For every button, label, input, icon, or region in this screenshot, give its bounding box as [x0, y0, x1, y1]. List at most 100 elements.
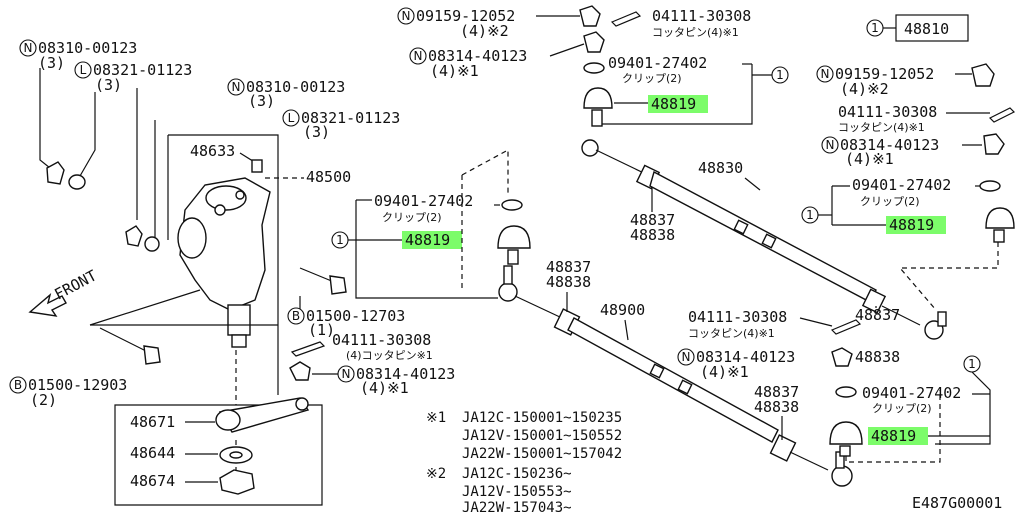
- label-08321-a: L 08321-01123 (3): [74, 61, 192, 94]
- ball-joint-boot-right: [985, 207, 1015, 243]
- nut-08314-right: [983, 133, 1005, 155]
- nut-08314-top: [583, 31, 605, 53]
- label-09159-right: N 09159-12052 (4)※2: [816, 65, 934, 98]
- label-48819-top: 48819: [651, 95, 696, 113]
- clip-right: [979, 180, 1001, 192]
- svg-text:48837: 48837: [546, 258, 591, 276]
- note-mark-2: ※2: [426, 466, 446, 482]
- nut-08314-low: [831, 347, 853, 367]
- svg-text:N: N: [24, 41, 33, 55]
- label-48674: 48674: [130, 472, 175, 490]
- svg-text:09401-27402: 09401-27402: [608, 54, 707, 72]
- svg-text:(4)※1: (4)※1: [845, 150, 894, 168]
- svg-text:08321-01123: 08321-01123: [93, 61, 192, 79]
- washer-48644: [219, 446, 253, 464]
- note-2-line-1: JA12C-150236~: [462, 466, 572, 482]
- ball-joint-boot-top: [583, 87, 613, 127]
- svg-text:N: N: [232, 80, 241, 94]
- steering-gear-box: [177, 177, 271, 348]
- washer-small-mid: [144, 236, 160, 252]
- note-1-line-2: JA12V-150001~150552: [462, 428, 622, 444]
- svg-text:(4)※1: (4)※1: [700, 363, 749, 381]
- svg-text:08310-00123: 08310-00123: [246, 78, 345, 96]
- nut-48674: [219, 469, 255, 495]
- label-09159-top: N 09159-12052 (4)※2: [397, 7, 515, 40]
- label-48633: 48633: [190, 142, 235, 160]
- bolt-01500-12903: [99, 327, 161, 365]
- footer-code: E487G00001: [912, 494, 1002, 512]
- svg-text:08314-40123: 08314-40123: [696, 348, 795, 366]
- svg-text:L: L: [288, 111, 295, 125]
- tie-rod-48900: [498, 265, 853, 487]
- label-48671: 48671: [130, 413, 175, 431]
- washer-small-left: [68, 174, 86, 190]
- svg-text:クリップ(2): クリップ(2): [382, 211, 442, 224]
- svg-text:01500-12703: 01500-12703: [306, 307, 405, 325]
- ref-part-number: 48810: [904, 20, 949, 38]
- svg-text:(4)※1: (4)※1: [430, 62, 479, 80]
- svg-text:(3): (3): [248, 92, 275, 110]
- label-48500: 48500: [306, 168, 351, 186]
- highlight-48819-low: [868, 427, 928, 445]
- label-09401-right: 09401-27402 クリップ(2): [852, 176, 951, 208]
- svg-text:09159-12052: 09159-12052: [835, 65, 934, 83]
- clip-top: [583, 62, 605, 74]
- svg-text:48837: 48837: [754, 383, 799, 401]
- label-01500-12703: B 01500-12703 (1): [287, 307, 405, 339]
- nut-small-mid: [125, 225, 143, 247]
- highlight-48819-mid: [402, 231, 462, 249]
- svg-text:08310-00123: 08310-00123: [38, 39, 137, 57]
- svg-text:(3): (3): [38, 54, 65, 72]
- label-08314-mid: N 08314-40123 (4)※1: [337, 365, 455, 397]
- svg-text:N: N: [821, 67, 830, 81]
- svg-text:09159-12052: 09159-12052: [416, 7, 515, 25]
- castle-nut-right: [971, 63, 995, 87]
- svg-text:01500-12903: 01500-12903: [28, 376, 127, 394]
- svg-text:(4)※2: (4)※2: [840, 80, 889, 98]
- note-1-line-3: JA22W-150001~157042: [462, 446, 622, 462]
- svg-text:(3): (3): [303, 123, 330, 141]
- bolt-48633: [251, 159, 263, 173]
- label-48837-48838-b: 48837 48838: [546, 258, 591, 291]
- svg-text:48838: 48838: [630, 226, 675, 244]
- label-09401-top: 09401-27402 クリップ(2): [608, 54, 707, 85]
- label-09401-mid: 09401-27402 クリップ(2): [374, 192, 473, 224]
- cotter-pin-top: [610, 11, 642, 27]
- svg-text:04111-30308: 04111-30308: [688, 308, 787, 326]
- bolt-01500-12703: [299, 267, 347, 295]
- svg-text:48837: 48837: [630, 211, 675, 229]
- svg-text:コッタピン(4)※1: コッタピン(4)※1: [652, 26, 739, 39]
- svg-text:1: 1: [806, 208, 814, 222]
- label-08314-top: N 08314-40123 (4)※1: [409, 47, 527, 80]
- label-04111-top: 04111-30308 コッタピン(4)※1: [652, 7, 751, 39]
- svg-text:(4)コッタピン※1: (4)コッタピン※1: [346, 349, 433, 362]
- svg-text:クリップ(2): クリップ(2): [872, 402, 932, 415]
- svg-text:48838: 48838: [546, 273, 591, 291]
- label-08314-right: N 08314-40123 (4)※1: [821, 136, 939, 168]
- note-2-line-3: JA22W-157043~: [462, 500, 572, 512]
- clip-mid: [501, 199, 523, 211]
- svg-text:1: 1: [336, 233, 344, 247]
- svg-text:N: N: [402, 9, 411, 23]
- svg-text:クリップ(2): クリップ(2): [622, 72, 682, 85]
- label-01500-12903: B 01500-12903 (2): [9, 376, 127, 409]
- nut-08314-mid: [289, 361, 311, 381]
- title-reference: 1 48810: [866, 14, 969, 42]
- label-08314-low: N 08314-40123 (4)※1: [677, 348, 795, 381]
- ball-joint-boot-mid: [497, 225, 531, 265]
- label-48837-48838-c: 48837 48838: [855, 306, 900, 366]
- svg-text:09401-27402: 09401-27402: [374, 192, 473, 210]
- svg-text:08314-40123: 08314-40123: [840, 136, 939, 154]
- label-48819-low: 48819: [871, 427, 916, 445]
- label-08321-b: L 08321-01123 (3): [282, 109, 400, 141]
- svg-text:1: 1: [776, 68, 784, 82]
- svg-text:(4)※2: (4)※2: [460, 22, 509, 40]
- label-04111-mid: 04111-30308 (4)コッタピン※1: [332, 331, 433, 362]
- label-48830: 48830: [698, 159, 743, 177]
- svg-text:N: N: [342, 367, 351, 381]
- cotter-pin-right: [988, 107, 1016, 123]
- serial-notes: ※1 JA12C-150001~150235 JA12V-150001~1505…: [426, 410, 622, 512]
- highlight-48819-top: [648, 95, 708, 113]
- ball-joint-boot-low: [829, 421, 863, 457]
